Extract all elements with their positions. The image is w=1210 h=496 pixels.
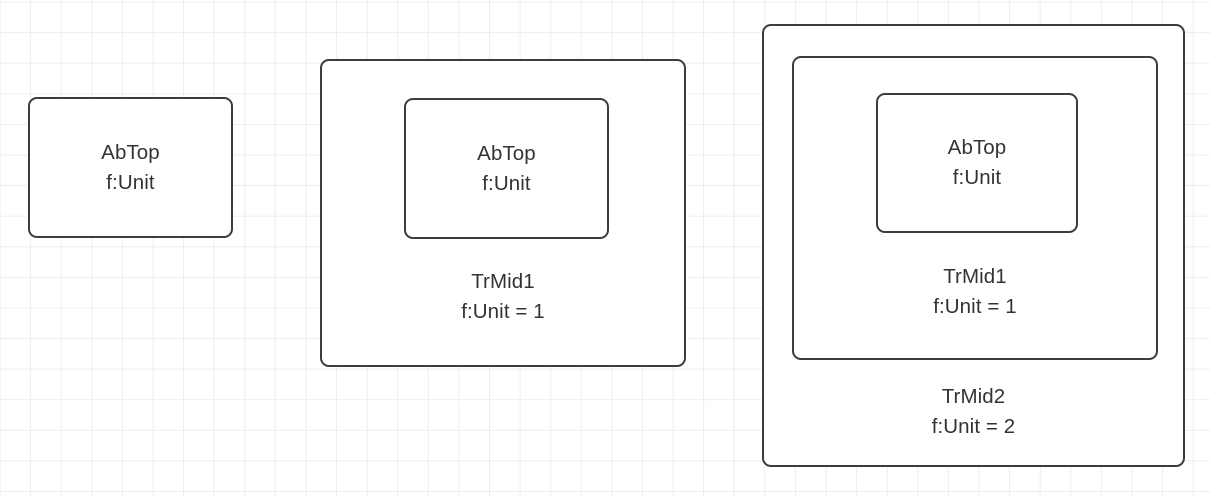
node-feature: f:Unit = 2: [931, 415, 1016, 438]
node-label: AbTop f:Unit: [406, 139, 607, 199]
node-feature: f:Unit: [106, 170, 155, 194]
node-abtop-in-trmid1-nested[interactable]: AbTop f:Unit: [876, 93, 1078, 233]
node-trmid2-outer[interactable]: AbTop f:Unit TrMid1 f:Unit = 1 TrMid2 f:…: [762, 24, 1185, 467]
node-label: TrMid1 f:Unit = 1: [794, 262, 1156, 322]
node-abtop-in-trmid1[interactable]: AbTop f:Unit: [404, 98, 609, 239]
node-feature: f:Unit = 1: [461, 300, 545, 323]
node-feature: f:Unit: [952, 166, 1002, 189]
node-name: AbTop: [101, 140, 160, 164]
node-name: TrMid2: [941, 385, 1006, 408]
node-name: TrMid1: [943, 265, 1007, 288]
node-label: TrMid1 f:Unit = 1: [322, 267, 684, 327]
node-label: TrMid2 f:Unit = 2: [764, 382, 1183, 442]
node-label: AbTop f:Unit: [878, 133, 1076, 193]
node-trmid1-in-trmid2[interactable]: AbTop f:Unit TrMid1 f:Unit = 1: [792, 56, 1158, 360]
node-feature: f:Unit = 1: [933, 295, 1017, 318]
node-label: AbTop f:Unit: [30, 138, 231, 198]
node-name: TrMid1: [471, 270, 535, 293]
node-trmid1-outer[interactable]: AbTop f:Unit TrMid1 f:Unit = 1: [320, 59, 686, 367]
node-abtop-standalone[interactable]: AbTop f:Unit: [28, 97, 233, 238]
node-name: AbTop: [947, 136, 1007, 159]
node-name: AbTop: [477, 141, 536, 165]
node-feature: f:Unit: [482, 171, 531, 195]
